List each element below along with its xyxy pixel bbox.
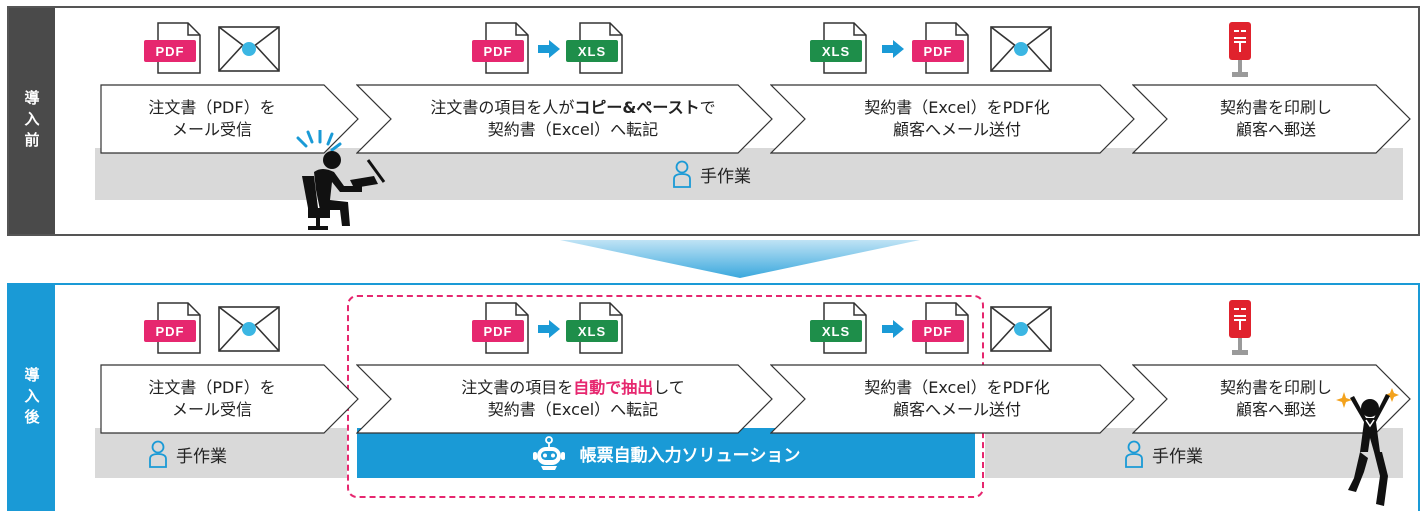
manual-work-label-right: 手作業 (1124, 440, 1203, 468)
step-text-line2: 顧客へ郵送 (1235, 120, 1316, 139)
after-step-auto-extract: 注文書の項目を自動で抽出して 契約書（Excel）へ転記 (356, 364, 774, 434)
stressed-worker-icon (296, 130, 386, 230)
manual-work-label-left: 手作業 (148, 440, 227, 468)
after-step-pdf-mail: 契約書（Excel）をPDF化 顧客へメール送付 (770, 364, 1136, 434)
manual-work-label: 手作業 (672, 160, 751, 188)
person-icon (673, 160, 691, 188)
step-text-line1: 契約書を印刷し (1219, 378, 1332, 397)
step-text-line2: 顧客へ郵送 (1235, 400, 1316, 419)
pdf-doc-icon: PDF (912, 22, 974, 74)
person-icon (1125, 440, 1143, 468)
arrow-right-icon (882, 320, 904, 338)
step-text-line2: 契約書（Excel）へ転記 (487, 400, 659, 419)
after-tab: 導入後 (9, 285, 55, 511)
solution-band: 帳票自動入力ソリューション (357, 428, 975, 478)
step-text-line1: 注文書（PDF）を (148, 378, 276, 397)
before-step-receive: 注文書（PDF）を メール受信 (100, 84, 360, 154)
celebrating-person-icon (1336, 388, 1399, 506)
pdf-doc-icon: PDF (472, 302, 534, 354)
manual-work-band-left (95, 428, 347, 478)
step-text-line1: 契約書（Excel）をPDF化 (864, 98, 1050, 117)
arrow-right-icon (538, 320, 560, 338)
step-text-line2: 契約書（Excel）へ転記 (487, 120, 659, 139)
step-text-line2: 顧客へメール送付 (892, 400, 1021, 419)
step-text-line1: 契約書（Excel）をPDF化 (864, 378, 1050, 397)
postbox-icon (1229, 300, 1251, 355)
step-text-line2: 顧客へメール送付 (892, 120, 1021, 139)
before-step-post: 契約書を印刷し 顧客へ郵送 (1132, 84, 1412, 154)
pdf-doc-icon: PDF (472, 22, 534, 74)
pdf-doc-icon: PDF (912, 302, 974, 354)
postbox-icon (1229, 22, 1251, 77)
step-text-line2: メール受信 (171, 400, 252, 419)
after-step-receive: 注文書（PDF）を メール受信 (100, 364, 360, 434)
arrow-right-icon (882, 40, 904, 58)
pdf-doc-icon: PDF (144, 302, 206, 354)
mail-icon (990, 306, 1052, 352)
robot-icon (532, 436, 565, 470)
before-step-pdf-mail: 契約書（Excel）をPDF化 顧客へメール送付 (770, 84, 1136, 154)
step-text-line1: 注文書（PDF）を (148, 98, 276, 117)
before-tab: 導入前 (9, 8, 55, 234)
before-step-transcribe: 注文書の項目を人がコピー&ペーストで 契約書（Excel）へ転記 (356, 84, 774, 154)
step-text-line1: 注文書の項目を人がコピー&ペーストで (430, 98, 716, 117)
xls-doc-icon: XLS (810, 22, 872, 74)
step-text-line1: 注文書の項目を自動で抽出して (461, 378, 685, 397)
person-icon (149, 440, 167, 468)
manual-work-band-right (985, 428, 1403, 478)
arrow-right-icon (538, 40, 560, 58)
mail-icon (218, 26, 280, 72)
mail-icon (218, 306, 280, 352)
xls-doc-icon: XLS (566, 302, 628, 354)
step-text-line2: メール受信 (171, 120, 252, 139)
mail-icon (990, 26, 1052, 72)
pdf-doc-icon: PDF (144, 22, 206, 74)
after-step-post: 契約書を印刷し 顧客へ郵送 (1132, 364, 1412, 434)
xls-doc-icon: XLS (810, 302, 872, 354)
step-text-line1: 契約書を印刷し (1219, 98, 1332, 117)
xls-doc-icon: XLS (566, 22, 628, 74)
transition-arrow-icon (560, 240, 920, 278)
